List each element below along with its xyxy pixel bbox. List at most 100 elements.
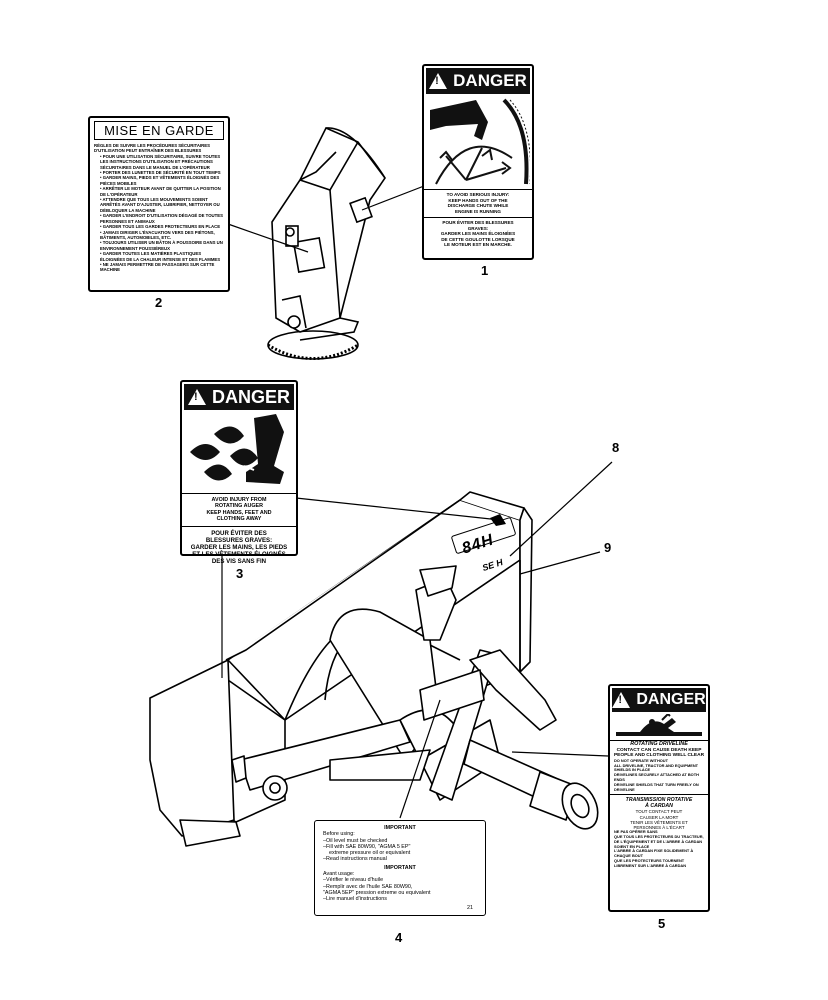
decal-4-en-line: –Fill with SAE 80W90, "AGMA 5 EP": [323, 843, 411, 850]
decal-4-fr-line: Avant usage:: [323, 871, 355, 878]
decal-4-en-line: –Read instructions manual: [323, 856, 387, 863]
decal-5-header: DANGER: [612, 688, 706, 712]
auger-hand-foot-icon: [190, 414, 284, 484]
decal-5-fr-list-item: QUE TOUS LES PROTECTEURS DU TRACTEUR, DE…: [614, 833, 704, 849]
decal-2-rule: ATTENDRE QUE TOUS LES MOUVEMENTS SOIENT …: [100, 197, 224, 213]
decal-1-header: DANGER: [426, 68, 530, 94]
decal-2-rules: POUR UNE UTILISATION SÉCURITAIRE, SUIVRE…: [94, 154, 224, 273]
callout-9: 9: [604, 540, 612, 555]
decal-5-en-list: DO NOT OPERATE WITHOUT ALL DRIVELINE, TR…: [610, 757, 708, 793]
callout-4: 4: [395, 930, 403, 945]
decal-3-fr-line: POUR ÉVITER DES: [211, 529, 267, 537]
snowblower-drawing: [149, 491, 599, 847]
decal-1-en-line: DISCHARGE CHUTE WHILE: [447, 203, 509, 208]
decal-3-en-line: KEEP HANDS, FEET AND: [206, 509, 272, 516]
decal-2-header-text: MISE EN GARDE: [104, 123, 214, 138]
decal-1-fr-line: LE MOTEUR EST EN MARCHE.: [444, 242, 512, 247]
callout-3: 3: [236, 566, 244, 581]
callout-2: 2: [155, 295, 163, 310]
decal-3-en-line: CLOTHING AWAY: [216, 516, 262, 523]
decal-5-en-sub: PEOPLE AND CLOTHING WELL CLEAR: [613, 753, 705, 759]
leader-line-4: [399, 699, 441, 819]
decal-2-rule: NE JAMAIS PERMETTRE DE PASSAGERS SUR CET…: [100, 262, 224, 273]
decal-2-rule: GARDER L'ENDROIT D'UTILISATION DÉGAGÉ DE…: [100, 213, 224, 224]
decal-4-important-oil: IMPORTANT Before using: –Oil level must …: [314, 820, 486, 916]
decal-2-rule: POUR UNE UTILISATION SÉCURITAIRE, SUIVRE…: [100, 154, 224, 170]
decal-2-rule: JAMAIS DIRIGER L'ÉVACUATION VERS DES PIÉ…: [100, 230, 224, 241]
decal-5-en-list-title: DO NOT OPERATE WITHOUT: [614, 757, 668, 763]
decal-2-rule: GARDER TOUTES LES MATIÈRES PLASTIQUES ÉL…: [100, 251, 224, 262]
leader-line-5: [511, 751, 609, 757]
leader-line-9: [519, 551, 601, 575]
decal-5-fr-sub: TOUT CONTACT PEUT CAUSER LA MORT TENIR L…: [610, 809, 708, 830]
decal-3-french: POUR ÉVITER DES BLESSURES GRAVES: GARDER…: [182, 525, 296, 566]
decal-5-fr-title: TRANSMISSION ROTATIVE À CARDAN: [610, 794, 708, 809]
decal-1-fr-line: GARDER LES MAINS ÉLOIGNÉES: [440, 231, 516, 236]
decal-2-rule: PORTER DES LUNETTES DE SÉCURITÉ EN TOUT …: [100, 170, 224, 175]
decal-5-fr-sub-line: TOUT CONTACT PEUT: [635, 809, 683, 815]
decal-1-fr-line: GRAVES:: [467, 225, 489, 231]
decal-4-fr-line: "AGMA 5EP" pression extreme ou equivalen…: [323, 889, 431, 896]
decal-3-fr-line: GARDER LES MAINS, LES PIEDS: [190, 544, 288, 552]
decal-1-english: TO AVOID SERIOUS INJURY: KEEP HANDS OUT …: [424, 189, 532, 214]
decal-4-fr-line: –Vérifier le niveau d'huile: [323, 877, 384, 884]
decal-2-rule: TOUJOURS UTILISER UN BÂTON À POUSSOIRE D…: [100, 240, 224, 251]
decal-2-mise-en-garde: MISE EN GARDE RÉGLES DE SUIVRE LES PROCÉ…: [88, 116, 230, 292]
decal-4-fr-line: –Remplir avec de l'huile SAE 80W90,: [323, 883, 413, 890]
decal-4-en-line: extreme pressure oil or equivalent: [329, 850, 411, 857]
decal-5-fr-list-item: L'ARBRE À CARDAN FIXE SOLIDEMENT À CHAQU…: [614, 848, 694, 859]
decal-2-rule: GARDER TOUS LES GARDES PROTECTEURS EN PL…: [100, 224, 224, 229]
decal-1-en-line: ENGINE IS RUNNING: [455, 208, 501, 214]
decal-1-en-line: KEEP HANDS OUT OF THE: [448, 197, 508, 203]
decal-2-header: MISE EN GARDE: [94, 121, 224, 140]
decal-3-fr-line: ET LES VÊTEMENTS ÉLOIGNÉS: [192, 551, 286, 559]
decal-2-rule: ARRÊTER LE MOTEUR AVANT DE QUITTER LA PO…: [100, 186, 224, 197]
decal-4-fr-line: –Lire manuel d'instructions: [323, 896, 387, 903]
decal-5-en-list-item: ALL DRIVELINE, TRACTOR AND EQUIPMENT SHI…: [614, 762, 699, 773]
model-decal-graphic: [451, 517, 516, 554]
decal-3-en-line: ROTATING AUGER: [214, 503, 264, 510]
decal-5-fr-sub-line: PERSONNES À L'ÉCART: [633, 824, 685, 830]
warning-triangle-icon: [612, 692, 631, 708]
driveline-entanglement-icon: [616, 714, 702, 736]
decal-1-french: POUR ÉVITER DES BLESSURES GRAVES: GARDER…: [424, 217, 532, 248]
decal-5-en-list-item: DRIVELINES SECURELY ATTACHED AT BOTH END…: [614, 772, 699, 782]
decal-5-fr-list-title: NE PAS OPÉRER SANS: [614, 829, 658, 835]
decal-5-fr-title-line: À CARDAN: [645, 803, 673, 810]
decal-4-title-fr: IMPORTANT: [384, 864, 416, 871]
decal-4-en-line: –Oil level must be checked: [323, 837, 388, 844]
decal-4-en-line: Before using:: [323, 831, 355, 838]
decal-1-en-line: TO AVOID SERIOUS INJURY:: [446, 192, 510, 197]
decal-5-fr-sub-line: CAUSER LA MORT: [639, 814, 679, 820]
decal-3-en-line: AVOID INJURY FROM: [211, 497, 267, 503]
decal-2-intro: RÉGLES DE SUIVRE LES PROCÉDURES SÉCURITA…: [94, 143, 210, 154]
decal-3-header: DANGER: [184, 384, 294, 410]
decal-5-fr-list-item: QUE LES PROTECTEURS TOURNENT LIBREMENT S…: [614, 857, 687, 868]
decal-3-danger-auger: DANGER AVOID INJURY FROM ROTATING AUGER …: [180, 380, 298, 565]
decal-5-en-title: ROTATING DRIVELINE: [610, 740, 708, 748]
decal-1-header-text: DANGER: [453, 71, 527, 90]
decal-4-title-en: IMPORTANT: [384, 825, 416, 831]
leader-line-8: [509, 461, 613, 557]
leader-line-1: [361, 185, 425, 211]
decal-1-fr-line: POUR ÉVITER DES BLESSURES: [442, 220, 514, 225]
decal-5-en-sub: CONTACT CAN CAUSE DEATH KEEP: [616, 747, 702, 753]
warning-triangle-icon: [187, 389, 206, 405]
decal-1-fr-line: DE CETTE GOULOTTE LORSQUE: [441, 236, 515, 242]
warning-triangle-icon: [429, 73, 448, 89]
hand-in-chute-icon: [426, 96, 530, 186]
leader-line-3b: [295, 497, 501, 521]
callout-8: 8: [612, 440, 620, 455]
decal-5-fr-list: NE PAS OPÉRER SANS QUE TOUS LES PROTECTE…: [610, 829, 708, 868]
decal-3-header-text: DANGER: [211, 386, 290, 407]
decal-3-fr-line: DES VIS SANS FIN: [211, 558, 267, 566]
decal-2-rule: GARDER MAINS, PIEDS ET VÊTEMENTS ÉLOIGNÉ…: [100, 175, 224, 186]
decal-1-danger-chute: DANGER TO AVOID SERIOUS INJURY: KEEP HAN…: [422, 64, 534, 260]
decal-3-english: AVOID INJURY FROM ROTATING AUGER KEEP HA…: [182, 493, 296, 523]
decal-5-english: ROTATING DRIVELINE CONTACT CAN CAUSE DEA…: [610, 740, 708, 759]
callout-1: 1: [481, 263, 489, 278]
decal-5-danger-driveline: DANGER ROTATING DRIVELINE CONTACT CAN CA…: [608, 684, 710, 912]
discharge-chute-drawing: [267, 126, 386, 360]
callout-5: 5: [658, 916, 666, 931]
